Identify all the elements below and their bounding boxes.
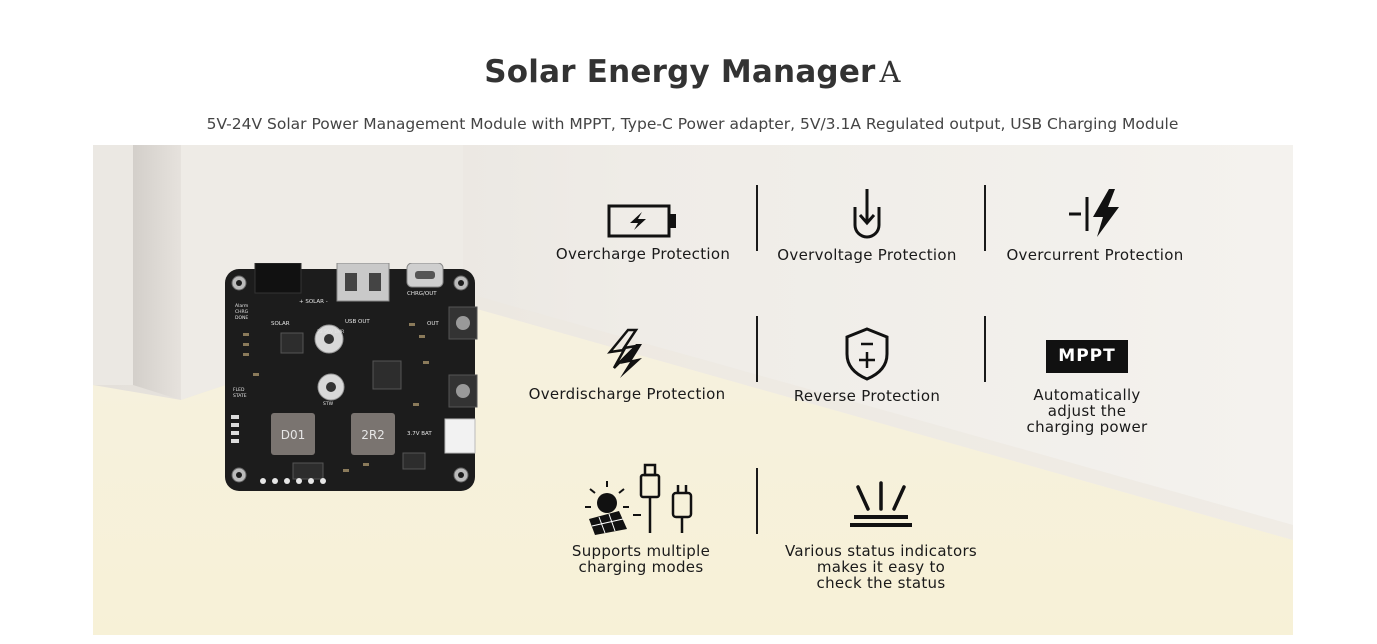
separator xyxy=(984,316,986,382)
separator xyxy=(756,185,758,251)
feature-overcurrent: Overcurrent Protection xyxy=(975,187,1215,263)
board-solar-label: SOLAR xyxy=(271,321,290,327)
feature-mppt: MPPT Automatically adjust the charging p… xyxy=(967,340,1207,435)
feature-label: Supports multiple charging modes xyxy=(571,542,711,576)
board-led-alarm: Alarm xyxy=(235,303,248,309)
separator xyxy=(984,185,986,251)
solar-panel-icon xyxy=(585,481,629,535)
separator xyxy=(756,468,758,534)
broken-lightning-icon xyxy=(607,328,642,378)
board-chrg-out-label: CHRG/OUT xyxy=(407,291,437,297)
board-led-state: STATE xyxy=(233,393,247,399)
board-bat-label: 3.7V BAT xyxy=(407,431,432,437)
board-led-fled: FLED xyxy=(233,387,245,393)
usb-cable-icon xyxy=(639,463,661,533)
board-led-chrg: CHRG xyxy=(235,309,249,315)
page-subtitle: 5V-24V Solar Power Management Module wit… xyxy=(206,115,1179,133)
overcurrent-lightning-icon xyxy=(1069,189,1119,237)
battery-charging-icon xyxy=(607,204,676,238)
feature-reverse: Reverse Protection xyxy=(747,326,987,404)
inductor-1-label: D01 xyxy=(281,428,306,442)
board-usb-out-label: USB OUT xyxy=(345,319,370,325)
mppt-badge: MPPT xyxy=(1046,340,1128,373)
feature-label: Overvoltage Protection xyxy=(777,246,957,264)
board-led-done: DONE xyxy=(235,315,248,321)
shield-polarity-icon xyxy=(845,327,889,381)
feature-status-indicators: Various status indicators makes it easy … xyxy=(761,481,1001,591)
feature-label: Reverse Protection xyxy=(793,387,941,405)
product-banner: D01 2R2 SOLAR xyxy=(93,145,1293,635)
board-solar-pm-label: + SOLAR - xyxy=(299,299,328,305)
feature-overdischarge: Overdischarge Protection xyxy=(507,328,747,402)
banner-background xyxy=(93,145,1293,635)
feature-label: Automatically adjust the charging power xyxy=(1026,386,1148,436)
feature-overcharge: Overcharge Protection xyxy=(523,200,763,262)
page-title-suffix: A xyxy=(879,55,901,89)
solar-usb-adapter-icon xyxy=(585,463,693,535)
status-indicator-icon xyxy=(850,481,912,527)
board-cap-1-label: 22 50V 1MR xyxy=(317,329,344,335)
feature-charging-modes: Supports multiple charging modes xyxy=(521,463,761,575)
board-cap-2-label: STW xyxy=(323,401,334,407)
page-title-text: Solar Energy Manager xyxy=(484,54,876,90)
inductor-2-label: 2R2 xyxy=(361,428,385,442)
feature-label: Overcharge Protection xyxy=(555,245,731,263)
separator xyxy=(756,316,758,382)
feature-overvoltage: Overvoltage Protection xyxy=(747,187,987,263)
solar-manager-board: D01 2R2 SOLAR xyxy=(225,263,478,491)
board-out-label: OUT xyxy=(427,321,439,327)
feature-label: Various status indicators makes it easy … xyxy=(784,542,978,592)
feature-label: Overdischarge Protection xyxy=(528,385,726,403)
power-adapter-icon xyxy=(671,485,693,533)
overvoltage-arrow-icon xyxy=(853,189,881,239)
feature-label: Overcurrent Protection xyxy=(1006,246,1184,264)
